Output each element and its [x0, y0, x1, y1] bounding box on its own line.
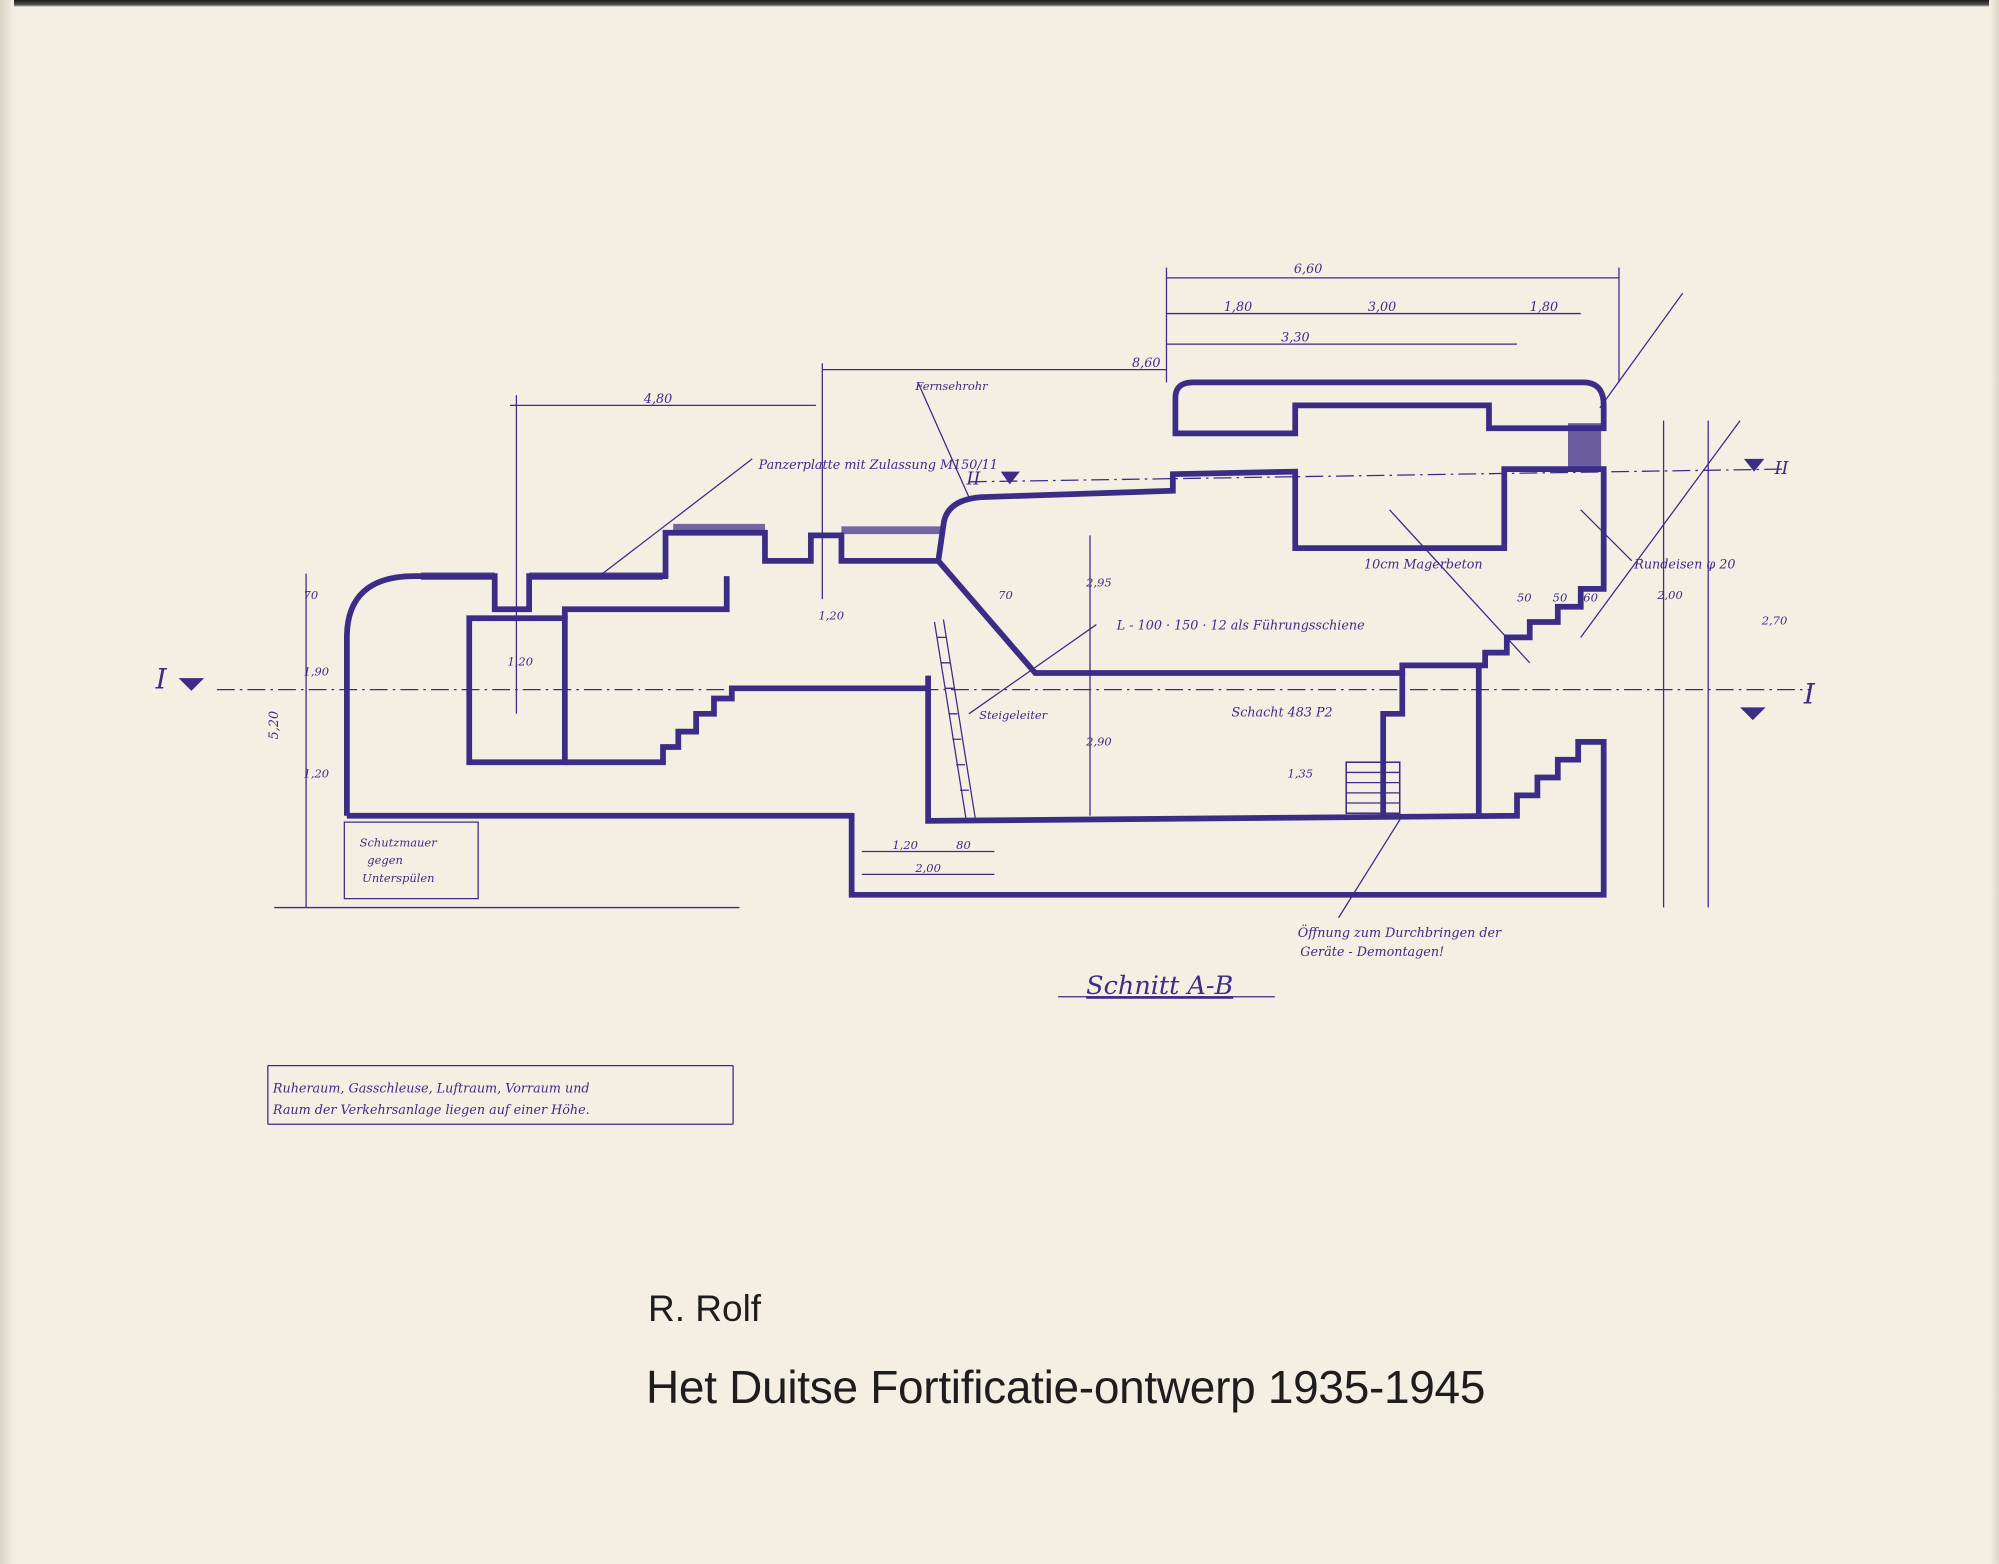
dim-r50b: 50	[1553, 591, 1568, 605]
dim-h295: 2,95	[1085, 575, 1112, 589]
cover-right-edge	[1989, 0, 1999, 1564]
label-note-2: Raum der Verkehrsanlage liegen auf einer…	[272, 1103, 590, 1118]
drawing-caption: Schnitt A-B	[1086, 971, 1233, 1001]
bunker-lower-outline	[346, 675, 1607, 898]
dim-r50a: 50	[1517, 591, 1532, 605]
hatched-block	[1567, 423, 1602, 470]
dim-h120: 1,20	[304, 767, 330, 781]
leader-lines	[598, 292, 1741, 919]
section-mark-ii-left: II	[965, 468, 981, 489]
section-mark-right: I	[1803, 678, 1816, 711]
author-name: R. Rolf	[648, 1288, 762, 1329]
dim-r200: 2,00	[1656, 588, 1683, 602]
dim-w120b: 1,20	[818, 608, 844, 622]
top-cap-slab	[1172, 379, 1607, 437]
dim-b80: 80	[956, 838, 971, 852]
label-opening-1: Öffnung zum Durchbringen der	[1298, 924, 1502, 941]
label-armor-plate: Panzerplatte mit Zulassung M150/11	[758, 458, 998, 473]
book-title: Het Duitse Fortificatie-ontwerp 1935-194…	[646, 1361, 1486, 1413]
label-protective-wall-1: Schutzmauer	[360, 835, 439, 849]
label-lean-concrete: 10cm Magerbeton	[1364, 557, 1483, 572]
section-arrow-ii-left	[1000, 471, 1020, 485]
label-note-1: Ruheraum, Gasschleuse, Luftraum, Vorraum…	[272, 1081, 590, 1096]
dim-h290: 2,90	[1085, 735, 1112, 749]
dim-top-right: 1,80	[1530, 300, 1558, 315]
label-rebar: Rundeisen φ 20	[1633, 557, 1735, 572]
dim-h190: 1,90	[304, 665, 330, 679]
armor-plates	[420, 523, 944, 580]
label-ladder: Steigeleiter	[979, 708, 1049, 722]
dim-w120a: 1,20	[507, 654, 533, 668]
dim-top-mid: 3,00	[1368, 300, 1396, 315]
dim-h135: 1,35	[1288, 767, 1314, 781]
label-shaft: Schacht 483 P2	[1231, 705, 1332, 720]
label-protective-wall-3: Unterspülen	[362, 871, 434, 885]
dim-b120: 1,20	[892, 838, 918, 852]
dim-left-span: 4,80	[643, 392, 672, 407]
dim-top-total: 6,60	[1294, 262, 1322, 277]
brick-lines	[1346, 771, 1400, 804]
dim-r270: 2,70	[1761, 614, 1788, 628]
ladder	[933, 619, 976, 821]
section-arrow-left	[178, 678, 205, 691]
label-protective-wall-2: gegen	[367, 853, 403, 867]
brick-wall	[1345, 761, 1401, 814]
dim-top-left: 1,80	[1224, 300, 1252, 315]
bunker-outline	[344, 466, 1607, 816]
cover-spine-shadow	[0, 0, 14, 1564]
dimension-lines	[267, 267, 1709, 1125]
section-mark-left: I	[155, 662, 168, 695]
dim-w70: 70	[998, 588, 1013, 602]
label-opening-2: Geräte - Demontagen!	[1300, 945, 1444, 960]
dim-height-left: 5,20	[267, 711, 282, 739]
dim-third: 8,60	[1132, 356, 1160, 371]
centerline-ii	[968, 468, 1785, 483]
dim-b200: 2,00	[914, 861, 941, 875]
dim-second: 3,30	[1281, 331, 1309, 346]
right-shaft-outline	[1380, 665, 1482, 816]
inner-stair-room	[561, 576, 929, 766]
dim-r60: 60	[1583, 591, 1598, 605]
label-periscope: Fernsehrohr	[914, 379, 989, 393]
section-mark-ii-right: II	[1773, 458, 1789, 479]
label-angle-iron: L - 100 · 150 · 12 als Führungsschiene	[1116, 619, 1365, 634]
section-arrow-right	[1740, 707, 1766, 721]
dim-h70: 70	[304, 588, 319, 602]
cover-top-edge	[0, 0, 1999, 7]
section-arrow-ii-right	[1743, 458, 1765, 472]
